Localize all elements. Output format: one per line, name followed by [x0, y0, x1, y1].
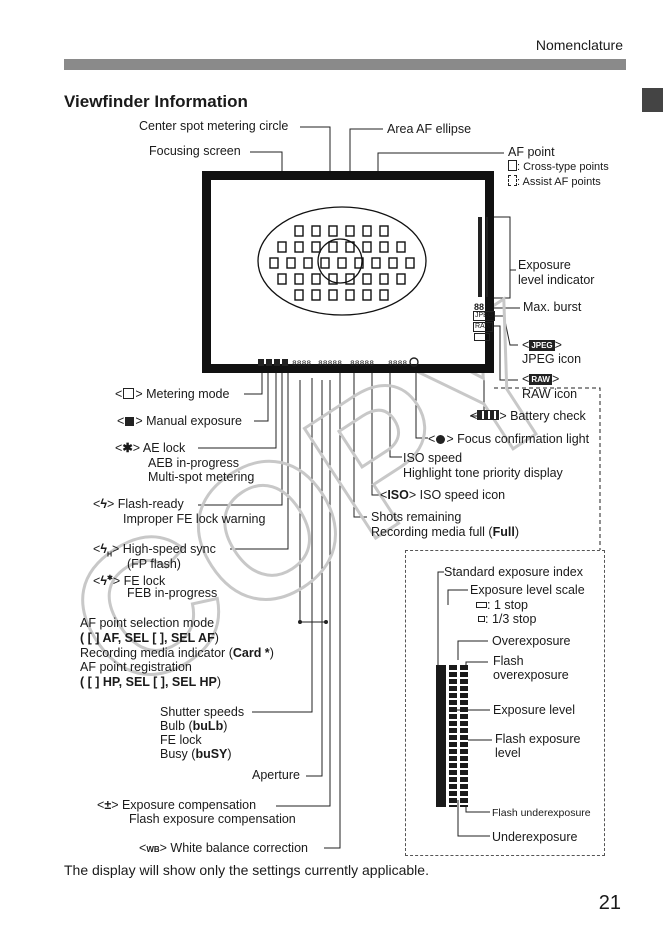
label-af-sel-mode: AF point selection mode	[80, 616, 215, 630]
label-exposure-level: Exposure level	[493, 703, 575, 717]
label-exp-indicator-1: Exposure	[518, 258, 571, 272]
label-highlight-tone: Highlight tone priority display	[403, 466, 563, 480]
label-flash-ready: <ϟ> Flash-ready	[93, 497, 184, 511]
label-std-exp-index: Standard exposure index	[444, 565, 583, 579]
label-feb: FEB in-progress	[127, 586, 218, 600]
asterisk-icon: ✱	[122, 441, 133, 455]
label-bulb: Bulb (buLb)	[160, 719, 228, 733]
label-manual-exposure: <> Manual exposure	[117, 414, 242, 428]
label-max-burst: Max. burst	[523, 300, 582, 314]
label-af-sel-values: ( [ ] AF, SEL [ ], SEL AF)	[80, 631, 219, 645]
label-exp-indicator-2: level indicator	[518, 273, 595, 287]
label-ae-lock: <✱> AE lock	[115, 441, 186, 455]
chapter-title: Nomenclature	[535, 37, 623, 53]
section-title: Viewfinder Information	[64, 92, 248, 111]
viewfinder-frame: 8888 88888 88888 8888	[202, 171, 494, 373]
label-center-spot: Center spot metering circle	[139, 119, 289, 133]
exp-comp-icon: ±	[104, 798, 112, 812]
label-fe-lock-2: FE lock	[160, 733, 202, 747]
burst-digits: 88	[474, 302, 485, 312]
label-overexposure: Overexposure	[492, 634, 571, 648]
label-area-af: Area AF ellipse	[387, 122, 472, 136]
header-bar	[64, 59, 626, 70]
label-rec-media: Recording media indicator (Card *)	[80, 646, 274, 660]
footer-note: The display will show only the settings …	[64, 862, 429, 878]
label-iso-speed: ISO speed	[403, 451, 463, 465]
label-underexposure: Underexposure	[492, 830, 578, 844]
label-cross-type: : Cross-type points	[508, 160, 609, 174]
label-flash-over-2: overexposure	[493, 668, 569, 682]
label-busy: Busy (buSY)	[160, 747, 232, 761]
label-shutter: Shutter speeds	[160, 705, 245, 719]
label-third-stop: : 1/3 stop	[478, 612, 536, 627]
label-iso-icon: <ISO> ISO speed icon	[380, 488, 506, 502]
label-aperture: Aperture	[252, 768, 300, 782]
label-fp-flash: (FP flash)	[127, 557, 181, 571]
wb-icon: WB	[146, 845, 160, 854]
label-metering-mode: <> Metering mode	[115, 387, 230, 401]
label-aeb: AEB in-progress	[148, 456, 240, 470]
jpeg-badge-small: JPEG	[473, 311, 496, 321]
svg-text:88888: 88888	[318, 360, 342, 369]
label-exp-comp: <±> Exposure compensation	[97, 798, 257, 812]
label-exp-level-scale: Exposure level scale	[470, 583, 585, 597]
flash-h-icon: ϟH	[100, 542, 112, 559]
label-af-reg-values: ( [ ] HP, SEL [ ], SEL HP)	[80, 675, 222, 689]
label-fe-lock: <ϟ✱> FE lock	[93, 574, 166, 589]
label-focusing-screen: Focusing screen	[149, 144, 241, 158]
page-number: 21	[598, 892, 621, 914]
exposure-scale-graphic	[436, 665, 468, 807]
chapter-tab	[642, 88, 663, 112]
battery-small-icon	[474, 333, 490, 341]
label-jpeg-icon: JPEG icon	[522, 352, 582, 366]
label-assist-af: : Assist AF points	[508, 175, 601, 189]
label-improper-fe: Improper FE lock warning	[123, 512, 266, 526]
label-one-stop: : 1 stop	[476, 598, 528, 613]
label-high-speed-sync: <ϟH> High-speed sync	[93, 542, 216, 559]
label-raw-icon: RAW icon	[522, 387, 578, 401]
label-shots-remaining: Shots remaining	[371, 510, 462, 524]
label-af-reg: AF point registration	[80, 660, 192, 674]
flash-icon: ϟ	[100, 497, 107, 511]
svg-text:88888: 88888	[350, 360, 374, 369]
label-flash-exp-2: level	[495, 746, 521, 760]
metering-icon	[123, 388, 135, 399]
label-flash-exp-1: Flash exposure	[495, 732, 581, 746]
label-jpeg-symbol: <JPEG>	[522, 338, 562, 352]
viewfinder-graphics: 8888 88888 88888 8888	[257, 206, 488, 369]
label-wb-corr: <WB> White balance correction	[139, 841, 308, 855]
label-media-full: Recording media full (Full)	[371, 525, 519, 539]
label-flash-over-1: Flash	[493, 654, 524, 668]
label-flash-exp-comp: Flash exposure compensation	[129, 812, 296, 826]
label-flash-under: Flash underexposure	[492, 807, 591, 819]
flash-star-icon: ϟ✱	[100, 574, 113, 589]
svg-text:8888: 8888	[292, 360, 311, 369]
exposure-scale-inset	[405, 550, 605, 856]
label-focus-confirm: <> Focus confirmation light	[428, 432, 590, 446]
label-multi-spot: Multi-spot metering	[148, 470, 255, 484]
label-battery-check: <> Battery check	[470, 409, 586, 423]
manual-icon	[125, 417, 135, 426]
svg-text:8888: 8888	[388, 360, 407, 369]
raw-badge-small: RAW	[473, 322, 494, 332]
label-af-point: AF point	[508, 145, 555, 159]
label-raw-symbol: <RAW>	[522, 372, 560, 386]
